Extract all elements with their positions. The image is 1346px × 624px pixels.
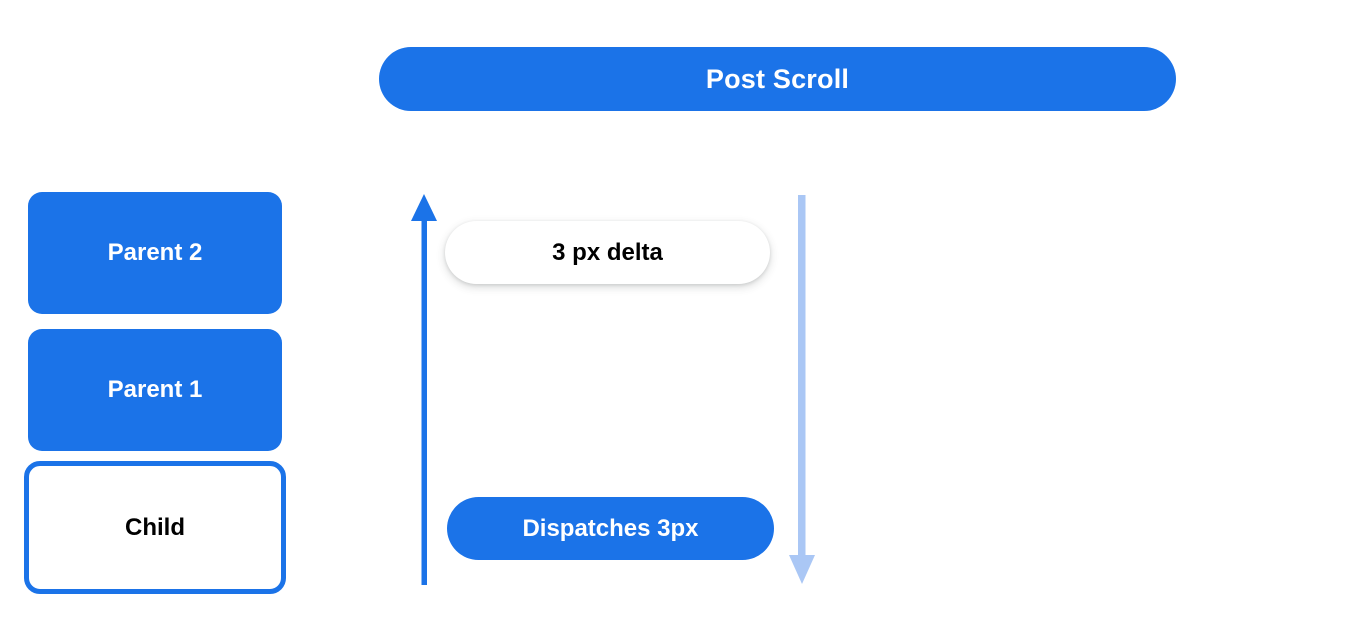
- box-parent-1: Parent 1: [28, 329, 282, 451]
- header-title: Post Scroll: [705, 63, 850, 94]
- scroll-up-arrow-icon: [411, 194, 437, 585]
- box-child: Child: [24, 461, 286, 594]
- dispatch-annotation-pill: Dispatches 3px: [447, 497, 774, 560]
- box-parent-2-label: Parent 2: [107, 239, 203, 266]
- box-child-label: Child: [125, 513, 185, 541]
- box-parent-1-label: Parent 1: [107, 376, 203, 403]
- delta-annotation-label: 3 px delta: [552, 238, 663, 266]
- header-banner: Post Scroll: [379, 47, 1176, 111]
- scroll-down-arrow-icon: [789, 195, 815, 584]
- dispatch-annotation-label: Dispatches 3px: [522, 514, 699, 542]
- delta-annotation-pill: 3 px delta: [445, 221, 770, 284]
- box-parent-2: Parent 2: [28, 192, 282, 314]
